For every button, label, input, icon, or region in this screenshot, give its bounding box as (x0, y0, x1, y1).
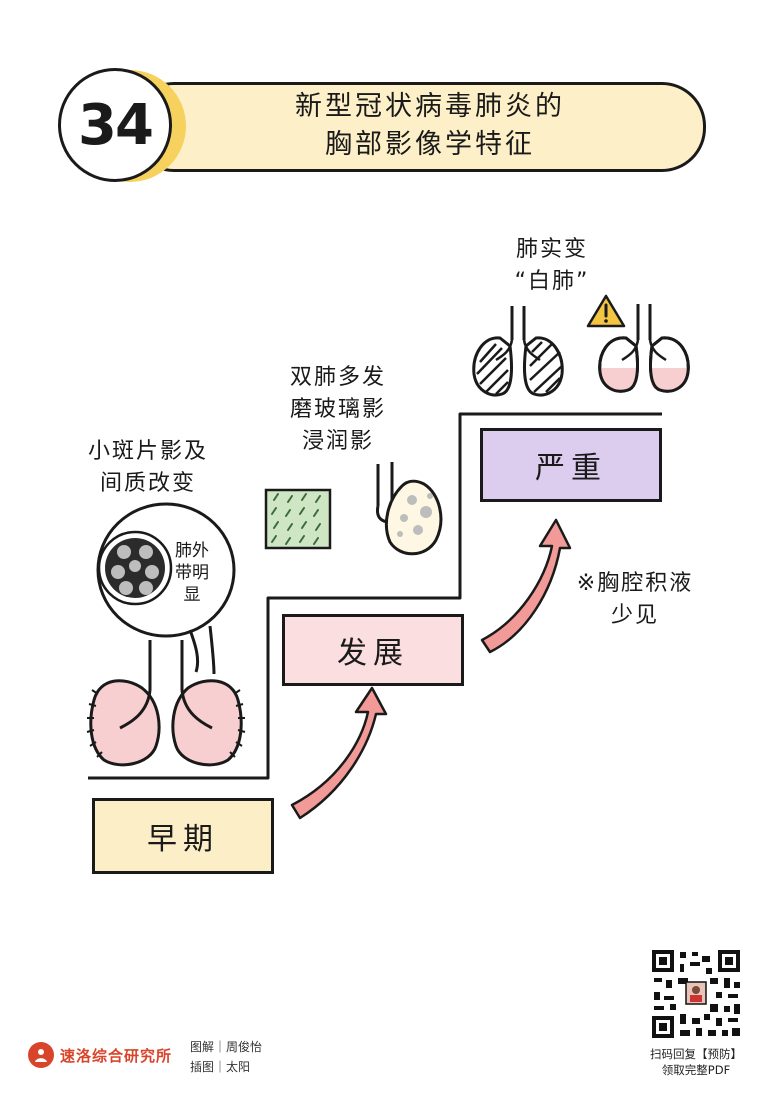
development-findings-line-2: 磨玻璃影 (289, 397, 386, 422)
credits: 图解｜周俊怡 插图｜太阳 (190, 1037, 262, 1077)
early-findings-line-2: 间质改变 (99, 471, 196, 496)
severe-findings-line-2: “白肺” (514, 269, 590, 294)
stage-early-label: 早期 (147, 822, 219, 857)
org-logo: 速洛综合研究所 (28, 1040, 172, 1070)
infiltrated-lung-icon (376, 462, 443, 556)
arrow-early-to-development (290, 686, 388, 820)
early-lungs-icon (86, 502, 246, 767)
early-findings-label: 小斑片影及 间质改变 (68, 436, 228, 500)
note-line-2: 少见 (610, 603, 659, 628)
white-lungs-icon (598, 304, 690, 393)
bubble-note-line-2: 带明 (175, 563, 209, 583)
early-findings-line-1: 小斑片影及 (87, 439, 208, 464)
qr-caption-line-2: 领取完整PDF (661, 1063, 731, 1077)
credit-line-1: 图解｜周俊怡 (190, 1040, 263, 1054)
title-line-2: 胸部影像学特征 (325, 129, 535, 160)
credit-line-2: 插图｜太阳 (190, 1060, 251, 1074)
development-findings-line-3: 浸润影 (301, 429, 374, 454)
title-banner (130, 82, 706, 172)
stage-development-label: 发展 (337, 636, 409, 671)
bubble-note: 肺外 带明 显 (168, 540, 216, 606)
number-badge: 34 (58, 68, 172, 182)
stage-development-box: 发展 (282, 614, 464, 686)
org-logo-icon (28, 1042, 54, 1068)
title-line-1: 新型冠状病毒肺炎的 (295, 91, 565, 122)
qr-caption: 扫码回复【预防】 领取完整PDF (632, 1046, 760, 1078)
chapter-number: 34 (78, 92, 154, 158)
warning-icon (586, 294, 626, 328)
qr-code (650, 948, 742, 1040)
arrow-development-to-severe (480, 518, 572, 654)
note-line-1: ※胸腔积液 (576, 571, 694, 596)
pleural-effusion-note: ※胸腔积液 少见 (560, 568, 710, 632)
bubble-note-line-1: 肺外 (175, 541, 209, 561)
staircase-line (88, 412, 662, 780)
org-name: 速洛综合研究所 (60, 1046, 173, 1065)
development-findings-line-1: 双肺多发 (289, 365, 386, 390)
stage-early-box: 早期 (92, 798, 274, 874)
page-title: 新型冠状病毒肺炎的 胸部影像学特征 (180, 88, 680, 164)
severe-findings-line-1: 肺实变 (515, 237, 588, 262)
stage-severe-box: 严重 (480, 428, 662, 502)
severe-findings-label: 肺实变 “白肺” (492, 234, 612, 298)
development-findings-label: 双肺多发 磨玻璃影 浸润影 (268, 362, 408, 458)
qr-caption-line-1: 扫码回复【预防】 (650, 1047, 742, 1061)
stage-severe-label: 严重 (535, 451, 607, 486)
consolidated-lungs-icon (472, 306, 564, 397)
bubble-note-line-3: 显 (183, 585, 201, 605)
ground-glass-patch-icon (264, 488, 332, 550)
